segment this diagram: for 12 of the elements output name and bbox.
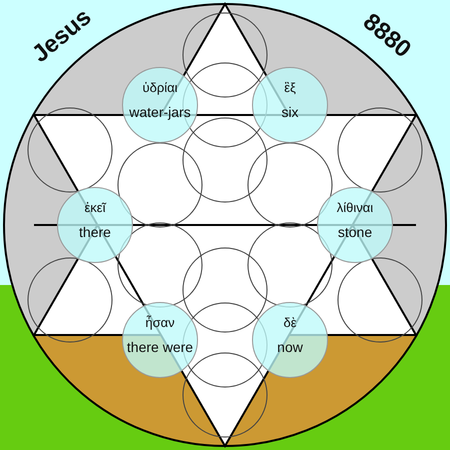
translation: water-jars: [128, 104, 192, 120]
translation: there were: [126, 339, 194, 355]
greek-word: δὲ: [282, 315, 298, 330]
greek-word: ἐκεῖ: [84, 200, 108, 215]
translation: now: [276, 339, 304, 355]
greek-word: ὑδρίαι: [141, 80, 179, 95]
greek-word: λίθιναι: [336, 200, 374, 215]
translation: there: [78, 224, 112, 240]
greek-word: ἓξ: [283, 80, 297, 95]
greek-word: ἦσαν: [144, 315, 176, 330]
translation: stone: [336, 224, 374, 240]
translation: six: [280, 104, 300, 120]
